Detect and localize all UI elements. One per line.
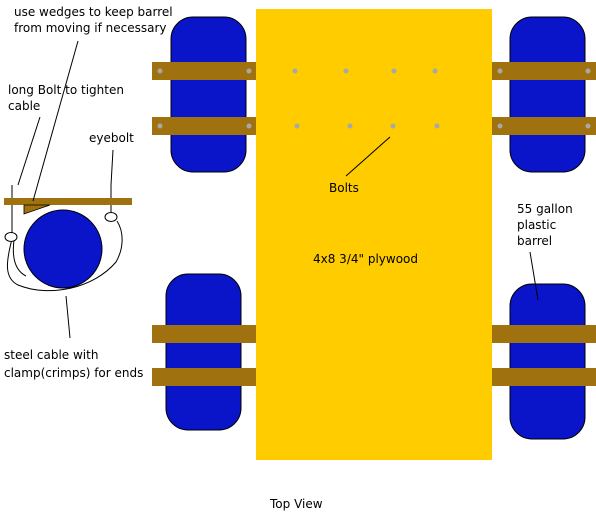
label-plywood: 4x8 3/4" plywood: [313, 252, 418, 266]
bolt-dot: [434, 123, 440, 129]
barrel-top-right: [509, 16, 586, 173]
bolt-dot: [432, 68, 438, 74]
bolt-dot: [347, 123, 353, 129]
bolt-dot: [157, 123, 163, 129]
pointer-long-bolt: [17, 116, 41, 186]
label-barrel-2: plastic: [517, 218, 556, 232]
bolt-dot: [497, 68, 503, 74]
cable-eye-left: [4, 232, 18, 242]
label-barrel-3: barrel: [517, 234, 552, 248]
barrel-end-view: [23, 209, 103, 289]
label-cable-2: clamp(crimps) for ends: [4, 366, 143, 380]
bolt-dots: [157, 68, 591, 129]
bolt-dot: [391, 68, 397, 74]
side-board: [4, 198, 132, 205]
pointer-cable: [65, 295, 71, 339]
strap-top-right-2: [492, 117, 596, 135]
barrel-top-left: [170, 16, 247, 173]
strap-group: [152, 62, 596, 386]
strap-bottom-left-2: [152, 368, 256, 386]
bolt-dot: [497, 123, 503, 129]
pointer-eyebolt: [110, 149, 114, 186]
bolt-dot: [246, 123, 252, 129]
strap-top-left-1: [152, 62, 256, 80]
label-long-bolt-2: cable: [8, 99, 40, 113]
wedge: [23, 204, 51, 215]
steel-cable: [7, 220, 123, 292]
pointer-lines: [17, 40, 539, 339]
label-barrel-1: 55 gallon: [517, 202, 573, 216]
strap-bottom-right-1: [492, 325, 596, 343]
strap-bottom-right-2: [492, 368, 596, 386]
bolt-dot: [390, 123, 396, 129]
strap-bottom-left-1: [152, 325, 256, 343]
label-wedges-1: use wedges to keep barrel: [14, 5, 173, 19]
bolt-dot: [246, 68, 252, 74]
strap-top-right-1: [492, 62, 596, 80]
label-cable-1: steel cable with: [4, 348, 98, 362]
label-bolts: Bolts: [329, 181, 359, 195]
bolt-dot: [157, 68, 163, 74]
strap-top-left-2: [152, 117, 256, 135]
bolt-dot: [585, 68, 591, 74]
eyebolt-eye: [104, 212, 118, 222]
label-eyebolt: eyebolt: [89, 131, 134, 145]
pointer-bolts: [345, 136, 391, 177]
plywood-deck: [256, 9, 492, 460]
bolt-dot: [585, 123, 591, 129]
pointer-wedges: [32, 40, 79, 202]
bolt-dot: [343, 68, 349, 74]
label-long-bolt-1: long Bolt to tighten: [8, 83, 124, 97]
label-top-view: Top View: [269, 497, 323, 511]
label-wedges-2: from moving if necessary: [14, 21, 166, 35]
side-view-detail: [4, 185, 132, 292]
barrel-bottom-left: [165, 273, 242, 431]
bolt-dot: [292, 68, 298, 74]
barrel-bottom-right: [509, 283, 586, 440]
bolt-dot: [294, 123, 300, 129]
pointer-barrel: [529, 251, 539, 301]
steel-cable-inner: [12, 239, 27, 277]
